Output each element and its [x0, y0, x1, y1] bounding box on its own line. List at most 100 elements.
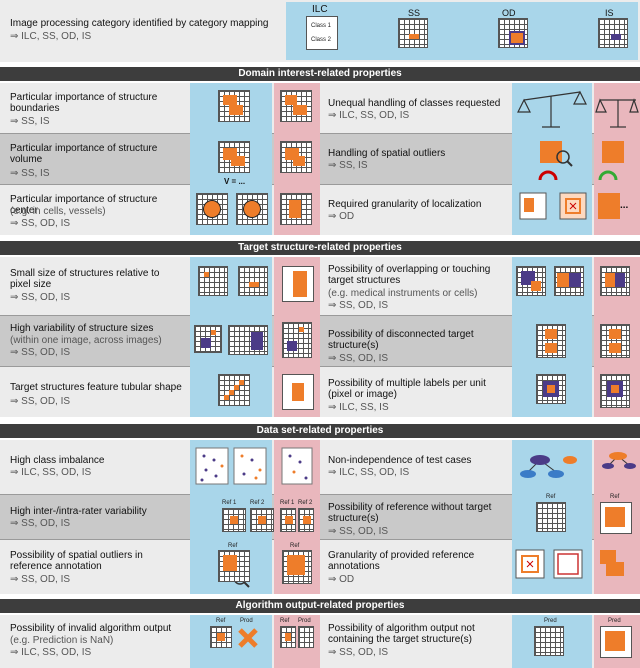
category-od: OD: [502, 8, 516, 18]
domain-q2-title: Handling of spatial outliers: [328, 148, 446, 159]
ref1-label: Ref 1: [222, 500, 237, 506]
invalid-instance-prod: [298, 626, 314, 648]
small-structure-grid-1: [198, 266, 228, 296]
target-p2-title: High variability of structure sizes: [10, 323, 154, 334]
center-grid-icon-1: [196, 193, 228, 225]
dataset-p3-sub: ⇒ SS, OD, IS: [10, 574, 71, 585]
target-q1-sub: ⇒ SS, OD, IS: [328, 300, 389, 311]
target-p1-sub: ⇒ SS, OD, IS: [10, 292, 71, 303]
invalid-ref-label: Ref: [216, 618, 226, 624]
target-p3-title: Target structures feature tubular shape: [10, 382, 182, 393]
overlap-grid-2: [554, 266, 584, 296]
category-ss: SS: [408, 8, 421, 18]
dataset-p2-sub: ⇒ SS, OD, IS: [10, 518, 71, 529]
rater2-instance: [298, 508, 314, 532]
dataset-q3-title: Granularity of provided reference annota…: [328, 550, 475, 572]
small-structure-instance: [282, 266, 314, 302]
section-algorithm-header: Algorithm output-related properties: [0, 599, 640, 613]
reference-outlier-instance: [282, 550, 312, 584]
dataset-p1-title: High class imbalance: [10, 455, 105, 466]
invalid-instance-ref-label: Ref: [280, 618, 290, 624]
domain-q1-sub: ⇒ ILC, SS, OD, IS: [328, 110, 410, 121]
volume-grid-icon: [218, 141, 250, 173]
tubular-grid-icon: [218, 374, 250, 406]
disconnected-grid: [536, 324, 566, 358]
domain-p2-title: Particular importance of structure volum…: [10, 143, 158, 165]
domain-p3-sub: ⇒ SS, OD, IS: [10, 218, 71, 229]
overlap-grid-1: [516, 266, 546, 296]
class-2-label: Class 2: [311, 37, 332, 43]
small-structure-grid-2: [238, 266, 268, 296]
tubular-instance-icon: [282, 374, 314, 410]
outlier-instance-ref-label: Ref: [290, 543, 300, 549]
algorithm-p1-sub: ⇒ ILC, SS, OD, IS: [10, 647, 92, 658]
rater2-grid: [250, 508, 274, 532]
ref2-label: Ref 2: [250, 500, 265, 506]
domain-p3-note: (e.g. in cells, vessels): [10, 206, 106, 217]
domain-q3-title: Required granularity of localization: [328, 199, 482, 210]
missing-pred-instance-label: Pred: [608, 618, 621, 624]
target-q1-note: (e.g. medical instruments or cells): [328, 288, 478, 299]
dataset-q2-sub: ⇒ SS, OD, IS: [328, 526, 389, 537]
dataset-q3-sub: ⇒ OD: [328, 574, 355, 585]
volume-formula: V = ...: [224, 177, 246, 186]
algorithm-p1-note: (e.g. Prediction is NaN): [10, 635, 114, 646]
rater1-grid: [222, 508, 246, 532]
granularity-icons: [519, 192, 620, 220]
rater1-instance: [280, 508, 296, 532]
header-title: Image processing category identified by …: [10, 18, 269, 29]
granularity-ellipsis: ...: [620, 200, 629, 211]
section-domain-header: Domain interest-related properties: [0, 67, 640, 81]
dataset-q2-title: Possibility of reference without target …: [328, 502, 492, 524]
ss-grid-icon: [398, 18, 428, 48]
target-p3-sub: ⇒ SS, OD, IS: [10, 396, 71, 407]
algorithm-q1-title: Possibility of algorithm output not cont…: [328, 623, 475, 645]
ref2-instance-label: Ref 2: [298, 500, 313, 506]
target-q1-title: Possibility of overlapping or touching t…: [328, 264, 491, 286]
multilabel-grid: [536, 374, 566, 404]
volume-instance-icon: [280, 141, 312, 173]
algorithm-q1-sub: ⇒ SS, OD, IS: [328, 647, 389, 658]
algorithm-p1-title: Possibility of invalid algorithm output: [10, 623, 172, 634]
outlier-instance-block: [602, 141, 624, 163]
scale-icon-ilc: [517, 90, 587, 128]
dataset-q1-title: Non-independence of test cases: [328, 455, 472, 466]
invalid-instance-ref: [280, 626, 296, 648]
dataset-p3-title: Possibility of spatial outliers in refer…: [10, 550, 143, 572]
domain-p3-title: Particular importance of structure cente…: [10, 194, 158, 216]
center-instance-icon: [280, 193, 312, 225]
target-p1-title: Small size of structures relative to pix…: [10, 268, 160, 290]
missing-pred-instance: [600, 626, 632, 658]
boundary-grid-icon: [218, 90, 250, 122]
class-1-label: Class 1: [311, 23, 332, 29]
missing-pred-label: Pred: [544, 618, 557, 624]
gauge-icon: [538, 170, 618, 181]
target-q3-title: Possibility of multiple labels per unit …: [328, 378, 486, 400]
scale-icon-is: [595, 98, 639, 128]
header-subtitle: ⇒ ILC, SS, OD, IS: [10, 31, 92, 42]
magnifier-icon-outlier: [540, 141, 573, 167]
dataset-q1-sub: ⇒ ILC, SS, OD, IS: [328, 467, 410, 478]
domain-p1-sub: ⇒ SS, IS: [10, 116, 50, 127]
domain-p1-title: Particular importance of structure bound…: [10, 92, 158, 114]
invalid-ref-grid: [210, 626, 232, 648]
missing-pred-grid: [534, 626, 564, 656]
class-imbalance-scatter: [195, 447, 313, 485]
section-dataset-header: Data set-related properties: [0, 424, 640, 438]
domain-q1-title: Unequal handling of classes requested: [328, 98, 501, 109]
empty-reference-instance: [600, 502, 632, 534]
granularity-reference-icons: [515, 549, 624, 579]
target-q3-sub: ⇒ ILC, SS, IS: [328, 402, 389, 413]
target-q2-title: Possibility of disconnected target struc…: [328, 329, 474, 351]
domain-q3-sub: ⇒ OD: [328, 211, 355, 222]
dataset-p2-title: High inter-/intra-rater variability: [10, 506, 147, 517]
outlier-ref-label: Ref: [228, 543, 238, 549]
boundary-instance-icon: [280, 90, 312, 122]
domain-q2-sub: ⇒ SS, IS: [328, 160, 368, 171]
category-is: IS: [605, 8, 614, 18]
size-variability-instance: [282, 322, 312, 358]
target-p2-note: (within one image, across images): [10, 335, 162, 346]
target-q2-sub: ⇒ SS, OD, IS: [328, 353, 389, 364]
target-p2-sub: ⇒ SS, OD, IS: [10, 347, 71, 358]
